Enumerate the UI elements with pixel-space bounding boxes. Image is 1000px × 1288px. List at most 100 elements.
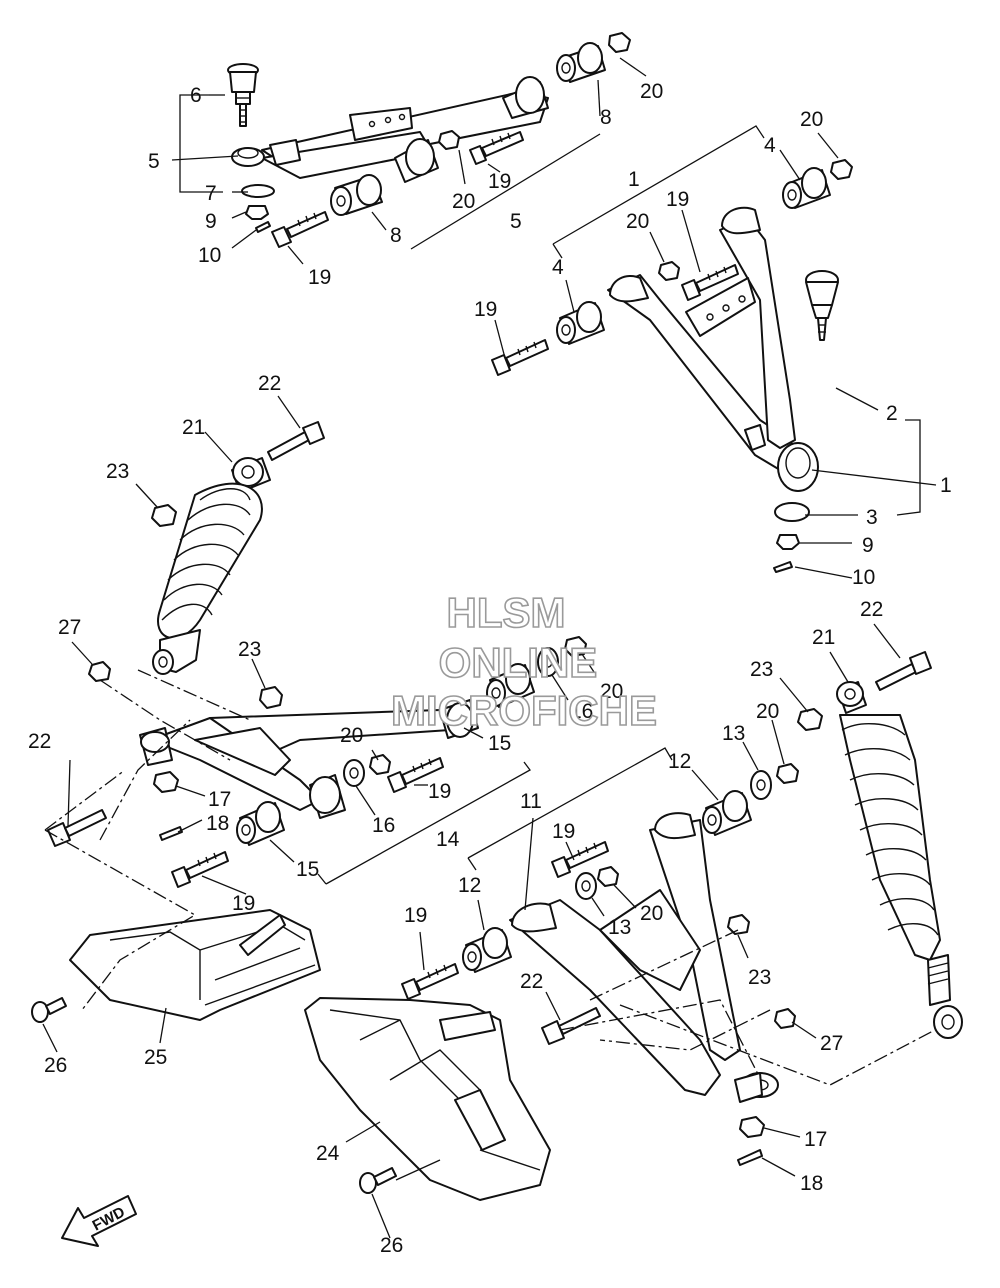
callout-26-b: 26: [380, 1234, 403, 1257]
watermark: HLSM ONLINE MICROFICHE: [390, 588, 658, 735]
callout-8-top: 8: [600, 106, 612, 129]
bushing-4-right-b: [556, 301, 605, 345]
callout-22-b: 22: [28, 730, 51, 753]
callout-19-h: 19: [404, 904, 427, 927]
ball-joint-right: [805, 270, 839, 341]
shock-absorber-right: [836, 681, 963, 1039]
nut-27-right: [774, 1008, 796, 1029]
bolt-19-right-a: [681, 264, 739, 301]
bolt-26-left: [31, 997, 67, 1023]
bolt-22-right-low: [541, 1007, 601, 1045]
callout-22-a: 22: [258, 372, 281, 395]
callout-8-mid: 8: [390, 224, 402, 247]
washer-16-left-mid: [343, 759, 365, 787]
washer-16-left-top: [537, 647, 559, 677]
nut-20-left-low: [369, 754, 391, 775]
bolt-19-upper-b: [271, 211, 329, 248]
cotter-pin-upper-left: [255, 221, 271, 233]
shock-absorber-left: [152, 457, 271, 675]
fwd-arrow-icon: FWD: [61, 1195, 137, 1247]
callout-24: 24: [316, 1142, 340, 1165]
nut-20-right-c: [776, 763, 799, 784]
callout-20-h: 20: [640, 902, 663, 925]
callout-20-a: 20: [640, 80, 663, 103]
bolt-19-right-b: [491, 339, 549, 376]
callout-12-a: 12: [668, 750, 691, 773]
callout-15-a: 15: [488, 732, 511, 755]
ball-joint-upper-left: [227, 63, 259, 127]
callout-19-f: 19: [232, 892, 255, 915]
guard-25-left: [69, 909, 321, 1021]
callout-21-a: 21: [182, 416, 205, 439]
nut-23-right-a: [797, 708, 823, 731]
bushing-15-left-top: [486, 663, 535, 708]
upper-left-arm: [231, 76, 549, 183]
callout-10-top: 10: [198, 244, 221, 267]
nut-20-right-a: [830, 159, 853, 180]
lower-right-arm: [509, 812, 779, 1103]
callout-13-a: 13: [722, 722, 745, 745]
callout-23-b: 23: [238, 638, 261, 661]
callout-20-f: 20: [340, 724, 363, 747]
callout-17-a: 17: [208, 788, 231, 811]
washer-13-right-b: [575, 872, 597, 900]
nut-23-right-b: [727, 914, 750, 935]
callout-16-a: 16: [570, 700, 593, 723]
callout-16-b: 16: [372, 814, 395, 837]
castle-nut-right: [776, 534, 800, 550]
callout-19-a: 19: [308, 266, 331, 289]
bushing-8-lower: [330, 174, 383, 216]
bolt-26-right: [359, 1167, 397, 1194]
bolt-22-left-low: [47, 809, 107, 847]
callout-19-e: 19: [428, 780, 451, 803]
callout-20-g: 20: [756, 700, 779, 723]
nut-17-right: [739, 1116, 765, 1138]
callout-6: 6: [190, 84, 202, 107]
callout-19-b: 19: [488, 170, 511, 193]
callout-9-right: 9: [862, 534, 874, 557]
cotter-pin-right: [773, 561, 793, 573]
bolt-19-left-mid: [387, 757, 444, 793]
callout-27-a: 27: [58, 616, 81, 639]
nut-23-left-a: [151, 504, 177, 527]
upper-right-arm: [607, 206, 819, 492]
nut-27-left: [88, 661, 111, 682]
callout-2: 2: [886, 402, 898, 425]
washer-13-right-a: [750, 770, 772, 800]
callout-18-b: 18: [800, 1172, 823, 1195]
bolt-19-left-low: [171, 851, 229, 888]
nut-20-right-b: [658, 261, 680, 281]
callout-21-b: 21: [812, 626, 835, 649]
callout-1-right: 1: [940, 474, 952, 497]
callout-23-c: 23: [750, 658, 773, 681]
callout-20-e: 20: [600, 680, 623, 703]
cotter-pin-18-right: [737, 1149, 763, 1166]
callout-4-mid: 4: [552, 256, 564, 279]
callout-14: 14: [436, 828, 460, 851]
bushing-12-right-b: [462, 927, 512, 973]
bolt-19-right-c: [551, 841, 609, 878]
callout-9-top: 9: [205, 210, 217, 233]
callout-5-top: 5: [148, 150, 160, 173]
callout-20-b: 20: [452, 190, 475, 213]
callout-11: 11: [520, 790, 542, 813]
callout-17-b: 17: [804, 1128, 827, 1151]
callout-4-top: 4: [764, 134, 776, 157]
callout-10-right: 10: [852, 566, 875, 589]
circlip-upper-left: [241, 184, 275, 198]
callout-1-top: 1: [628, 168, 640, 191]
bushing-4-right-a: [782, 167, 831, 209]
callout-22-c: 22: [860, 598, 883, 621]
callout-27-b: 27: [820, 1032, 843, 1055]
leader-lines: [42, 57, 937, 1239]
callout-23-a: 23: [106, 460, 129, 483]
cotter-pin-18-left: [159, 826, 183, 841]
callout-20-c: 20: [800, 108, 823, 131]
callout-25: 25: [144, 1046, 167, 1069]
castle-nut-upper-left: [245, 205, 269, 220]
callout-7: 7: [205, 182, 217, 205]
callout-3: 3: [866, 506, 878, 529]
bolt-22-right-top: [875, 651, 932, 691]
bolt-19-upper-a: [469, 131, 524, 165]
bushing-15-left-bottom: [236, 801, 285, 846]
